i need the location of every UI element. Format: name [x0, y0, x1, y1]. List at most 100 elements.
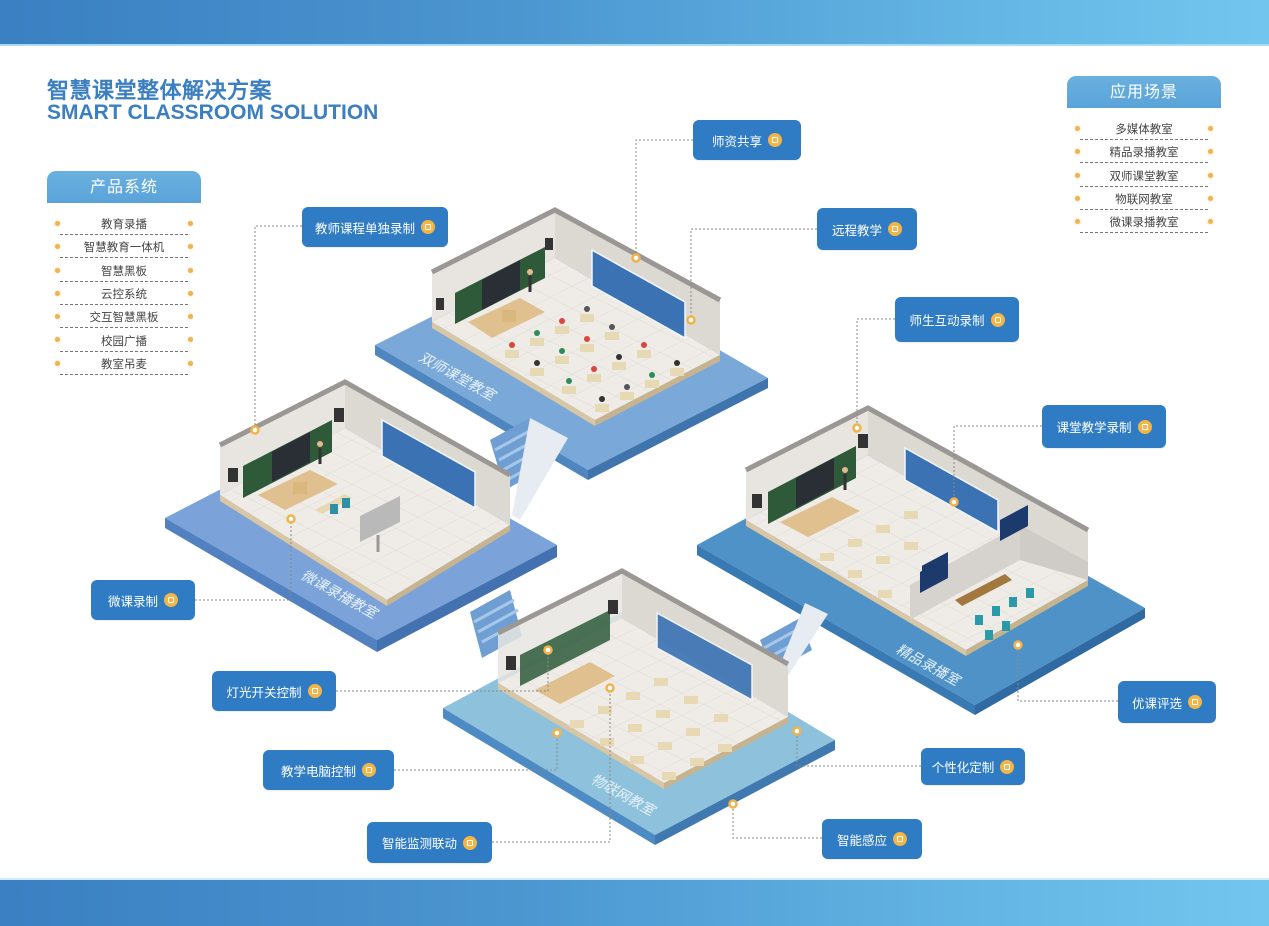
anchor-dot-icon	[250, 425, 260, 435]
callout-label: 师生互动录制	[909, 313, 985, 328]
anchor-dot-icon	[552, 728, 562, 738]
feature-badge-icon	[463, 835, 477, 850]
callout-label: 个性化定制	[931, 760, 995, 775]
scenario-item[interactable]: 物联网教室	[1067, 188, 1221, 211]
connector-lines	[195, 139, 1118, 843]
feature-badge-icon	[307, 684, 322, 698]
bullet-dot-icon	[55, 290, 60, 296]
bullet-dot-icon	[1075, 195, 1080, 201]
anchor-dot-icon	[1013, 640, 1023, 650]
scenario-item[interactable]: 多媒体教室	[1067, 118, 1221, 141]
callout-label: 远程教学	[831, 222, 882, 238]
bullet-dot-icon	[188, 360, 193, 366]
feature-badge-icon	[1000, 759, 1015, 774]
bottom-banner	[0, 878, 1269, 926]
callout-excellent-course-selection[interactable]: 优课评选	[1118, 681, 1216, 723]
page-title: 智慧课堂整体解决方案	[47, 79, 273, 104]
callout-label: 灯光开关控制	[226, 684, 302, 700]
product-item[interactable]: 云控系统	[47, 283, 201, 306]
page-subtitle: SMART CLASSROOM SOLUTION	[47, 101, 379, 124]
scenario-item-label: 微课录播教室	[1080, 212, 1208, 234]
product-item[interactable]: 交互智慧黑板	[47, 306, 201, 329]
callout-teaching-pc-control[interactable]: 教学电脑控制	[263, 750, 394, 790]
anchor-dot-icon	[949, 497, 959, 507]
anchor-dot-icon	[543, 645, 553, 655]
callout-label: 微课录制	[107, 593, 158, 609]
bullet-dot-icon	[55, 221, 60, 226]
callout-classroom-teaching-recording[interactable]: 课堂教学录制	[1042, 405, 1166, 448]
bullet-dot-icon	[1075, 172, 1080, 178]
bullet-dot-icon	[188, 314, 193, 320]
bullet-dot-icon	[1075, 126, 1080, 131]
anchor-dot-icon	[728, 799, 738, 809]
feature-badge-icon	[1137, 419, 1152, 434]
callout-smart-monitoring-linkage[interactable]: 智能监测联动	[367, 822, 492, 863]
bullet-dot-icon	[55, 360, 60, 366]
product-item-label: 智慧教育一体机	[60, 237, 188, 259]
anchor-dot-icon	[792, 726, 802, 736]
callout-micro-course-recording[interactable]: 微课录制	[91, 580, 195, 620]
callout-label: 优课评选	[1131, 695, 1182, 711]
bullet-dot-icon	[1075, 219, 1080, 225]
anchor-dot-icon	[852, 423, 862, 433]
scenario-item[interactable]: 双师课堂教室	[1067, 165, 1221, 188]
feature-badge-icon	[888, 222, 902, 236]
product-systems-list: 教育录播 智慧教育一体机 智慧黑板 云控系统 交互智慧黑板 校园广播 教室吊麦	[47, 213, 201, 376]
product-item-label: 教育录播	[60, 214, 188, 236]
product-item[interactable]: 智慧黑板	[47, 260, 201, 283]
bullet-dot-icon	[55, 337, 60, 343]
callout-label: 师资共享	[711, 133, 762, 149]
product-item-label: 云控系统	[60, 284, 188, 306]
top-banner	[0, 0, 1269, 46]
feature-badge-icon	[1188, 695, 1202, 709]
bullet-dot-icon	[1208, 195, 1213, 201]
bullet-dot-icon	[188, 267, 193, 273]
feature-badge-icon	[164, 593, 178, 607]
product-item[interactable]: 教育录播	[47, 213, 201, 236]
bullet-dot-icon	[55, 244, 60, 250]
bullet-dot-icon	[55, 314, 60, 320]
anchor-points	[250, 253, 1023, 809]
scenario-item[interactable]: 精品录播教室	[1067, 141, 1221, 164]
scenario-item-label: 物联网教室	[1080, 189, 1208, 211]
feature-badge-icon	[421, 220, 435, 234]
product-item[interactable]: 教室吊麦	[47, 353, 201, 376]
callout-label: 教学电脑控制	[280, 763, 356, 779]
bullet-dot-icon	[1208, 219, 1213, 225]
feature-badge-icon	[768, 133, 782, 147]
anchor-dot-icon	[286, 514, 296, 524]
callout-teacher-student-interaction[interactable]: 师生互动录制	[895, 297, 1019, 342]
stairs	[490, 418, 568, 520]
callout-remote-teaching[interactable]: 远程教学	[817, 208, 917, 250]
callout-smart-sensing[interactable]: 智能感应	[822, 819, 922, 859]
scenario-item[interactable]: 微课录播教室	[1067, 211, 1221, 234]
scenario-item-label: 多媒体教室	[1080, 119, 1208, 141]
product-item-label: 校园广播	[60, 331, 188, 352]
premium-recording-classroom	[697, 405, 1145, 715]
application-scenarios-title: 应用场景	[1067, 76, 1221, 108]
bullet-dot-icon	[188, 290, 193, 296]
callout-teacher-course-recording[interactable]: 教师课程单独录制	[302, 207, 448, 247]
callout-light-switch-control[interactable]: 灯光开关控制	[212, 671, 336, 711]
callout-label: 教师课程单独录制	[314, 220, 415, 236]
anchor-dot-icon	[631, 253, 641, 263]
product-item-label: 教室吊麦	[60, 354, 188, 375]
anchor-dot-icon	[605, 683, 615, 693]
product-systems-panel: 产品系统 教育录播 智慧教育一体机 智慧黑板 云控系统 交互智慧黑板 校园广播 …	[47, 171, 201, 376]
callout-label: 智能感应	[836, 832, 887, 848]
scenario-item-label: 双师课堂教室	[1080, 166, 1208, 187]
anchor-dot-icon	[686, 315, 696, 325]
bullet-dot-icon	[188, 221, 193, 226]
product-item-label: 交互智慧黑板	[60, 307, 188, 329]
product-item[interactable]: 校园广播	[47, 329, 201, 352]
bullet-dot-icon	[55, 267, 60, 273]
feature-badge-icon	[893, 832, 907, 846]
callout-personalized-customization[interactable]: 个性化定制	[921, 748, 1025, 785]
callout-teacher-resource-sharing[interactable]: 师资共享	[693, 120, 801, 160]
product-item[interactable]: 智慧教育一体机	[47, 236, 201, 259]
product-systems-title: 产品系统	[47, 171, 201, 203]
bullet-dot-icon	[1208, 126, 1213, 131]
iot-classroom	[443, 568, 835, 845]
bullet-dot-icon	[1075, 149, 1080, 155]
dual-teacher-classroom	[375, 207, 768, 480]
